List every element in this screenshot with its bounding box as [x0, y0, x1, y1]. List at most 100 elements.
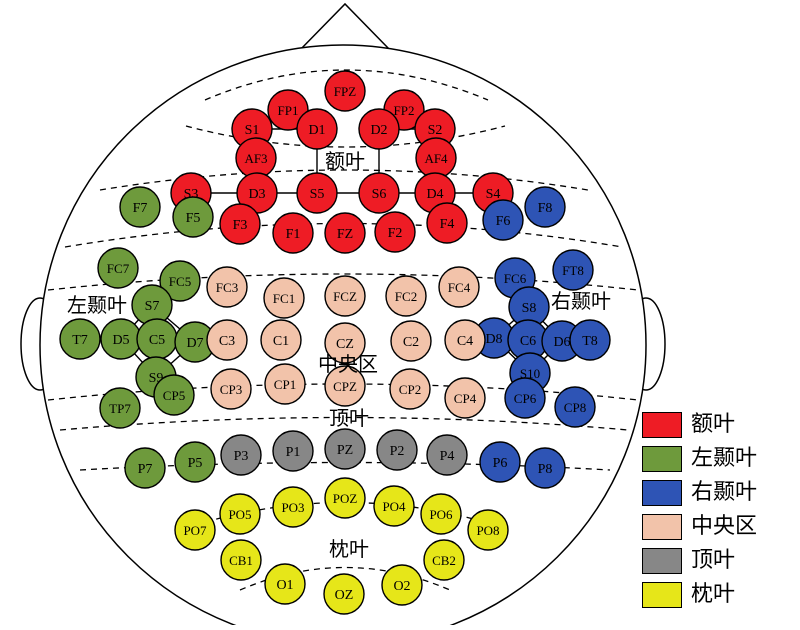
electrode-fz: FZ: [324, 212, 366, 254]
electrode-p8: P8: [524, 447, 566, 489]
electrode-label: D1: [308, 123, 325, 138]
electrode-label: S8: [522, 301, 537, 316]
electrode-c4: C4: [444, 319, 486, 361]
electrode-disc: [219, 203, 261, 245]
legend-item-parietal: 顶叶: [642, 548, 800, 578]
electrode-t7: T7: [59, 318, 101, 360]
electrode-label: P6: [493, 456, 508, 471]
electrode-label: PO6: [429, 507, 453, 522]
electrode-label: PO7: [183, 523, 207, 538]
boundary-arc-parietal-top: [59, 416, 629, 431]
electrode-d3: D3: [236, 172, 278, 214]
electrode-disc: [220, 434, 262, 476]
electrode-d1: D1: [296, 108, 338, 150]
electrode-label: CP4: [454, 391, 477, 406]
electrode-label: CP5: [163, 388, 185, 403]
electrode-po3: PO3: [272, 486, 314, 528]
electrode-label: OZ: [335, 588, 354, 603]
electrode-disc: [524, 186, 566, 228]
electrode-po4: PO4: [373, 485, 415, 527]
boundary-arc-central-lower: [47, 383, 639, 401]
electrode-po7: PO7: [174, 509, 216, 551]
electrode-cp2: CP2: [389, 368, 431, 410]
electrode-fc2: FC2: [385, 275, 427, 317]
electrode-disc: [124, 447, 166, 489]
electrode-label: TP7: [109, 401, 131, 416]
electrode-fpz: FPZ: [324, 70, 366, 112]
electrode-disc: [524, 447, 566, 489]
region-texts: 额叶 左颞叶 右颞叶 中央区 顶叶 枕叶: [67, 150, 611, 561]
legend-item-left-temporal: 左颞叶: [642, 446, 800, 476]
legend-label-frontal: 额叶: [691, 412, 736, 437]
electrode-disc: [324, 275, 366, 317]
electrode-label: P1: [286, 445, 301, 460]
legend-swatch-occipital: [642, 582, 682, 608]
electrode-oz: OZ: [323, 573, 365, 615]
electrode-disc: [59, 318, 101, 360]
electrode-disc: [323, 573, 365, 615]
electrode-label: F6: [496, 214, 511, 229]
electrode-fc3: FC3: [206, 266, 248, 308]
electrode-label: FP1: [278, 103, 299, 118]
electrode-disc: [267, 89, 309, 131]
electrode-label: S6: [372, 187, 387, 202]
electrode-p4: P4: [426, 434, 468, 476]
electrode-label: D2: [370, 123, 387, 138]
legend-swatch-parietal: [642, 548, 682, 574]
electrode-disc: [264, 563, 306, 605]
electrode-pz: PZ: [324, 428, 366, 470]
electrode-disc: [172, 196, 214, 238]
electrode-p3: P3: [220, 434, 262, 476]
electrode-s6: S6: [358, 172, 400, 214]
electrode-label: AF4: [424, 151, 448, 166]
electrode-label: FC7: [107, 261, 130, 276]
electrode-label: O2: [393, 579, 410, 594]
electrode-label: FPZ: [334, 84, 356, 99]
electrode-f4: F4: [426, 202, 468, 244]
region-label-right-temporal: 右颞叶: [551, 290, 611, 313]
electrode-label: S10: [520, 366, 540, 381]
electrode-o1: O1: [264, 563, 306, 605]
legend-item-frontal: 额叶: [642, 412, 800, 442]
electrode-label: PO4: [382, 499, 406, 514]
electrode-disc: [358, 172, 400, 214]
electrode-disc: [119, 186, 161, 228]
electrode-t8: T8: [569, 319, 611, 361]
electrode-label: T7: [72, 333, 88, 348]
electrode-disc: [569, 319, 611, 361]
electrode-c1: C1: [260, 319, 302, 361]
electrode-label: FC3: [216, 280, 238, 295]
electrode-label: F5: [186, 211, 201, 226]
electrode-label: AF3: [244, 151, 267, 166]
electrode-d2: D2: [358, 108, 400, 150]
electrode-disc: [206, 319, 248, 361]
electrode-disc: [174, 441, 216, 483]
electrode-cz: CZ: [324, 322, 366, 364]
electrode-label: FCZ: [333, 289, 357, 304]
electrode-label: F3: [233, 218, 248, 233]
legend-swatch-central: [642, 514, 682, 540]
electrode-disc: [324, 70, 366, 112]
electrode-s7: S7: [131, 284, 173, 326]
electrode-disc: [479, 441, 521, 483]
electrode-cpz: CPZ: [324, 365, 366, 407]
electrode-disc: [385, 275, 427, 317]
boundary-arc-frontal-lower: [99, 169, 589, 191]
electrode-label: F1: [286, 227, 301, 242]
electrode-f7: F7: [119, 186, 161, 228]
electrode-disc: [296, 172, 338, 214]
electrode-label: CP1: [274, 377, 296, 392]
electrode-label: D6: [553, 335, 570, 350]
electrode-disc: [389, 368, 431, 410]
electrode-label: CZ: [336, 337, 354, 352]
electrode-label: D3: [248, 187, 265, 202]
electrode-label: FP2: [394, 103, 415, 118]
electrode-label: CP6: [514, 391, 537, 406]
electrode-label: FT8: [562, 263, 584, 278]
electrode-p2: P2: [376, 429, 418, 471]
electrode-label: CPZ: [333, 379, 357, 394]
electrode-o2: O2: [381, 564, 423, 606]
legend-label-right-temporal: 右颞叶: [691, 480, 758, 505]
